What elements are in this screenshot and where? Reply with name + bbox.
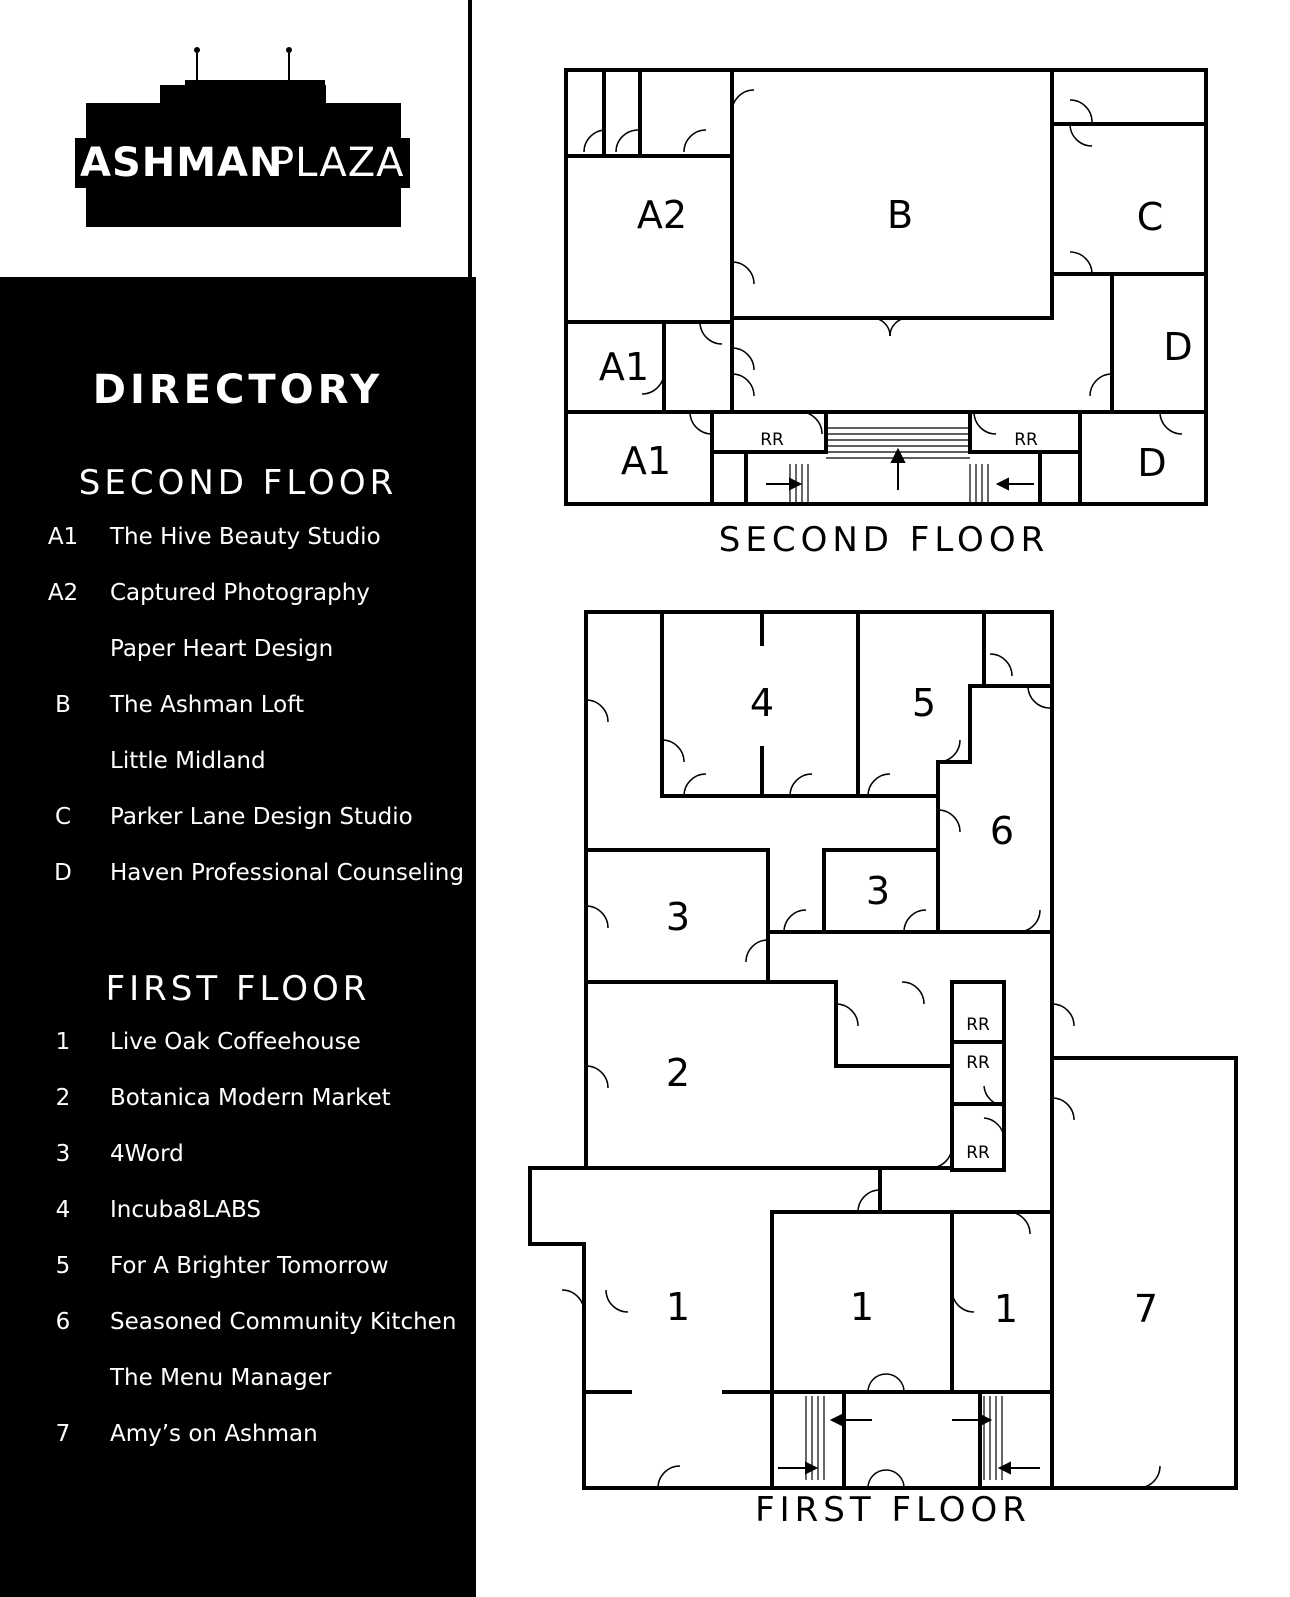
unit-code: 1 [55, 1029, 71, 1055]
tenant-name: The Ashman Loft [110, 692, 304, 718]
second-floor-caption: SECOND FLOOR [718, 520, 1050, 560]
second-floor-heading: SECOND FLOOR [78, 463, 398, 503]
list-item: D Haven Professional Counseling [0, 853, 476, 909]
second-floor-list: A1 The Hive Beauty Studio A2 Captured Phot… [0, 517, 476, 909]
unit-label-5: 5 [912, 681, 936, 725]
list-item: Paper Heart Design [0, 629, 476, 685]
unit-label-1-right: 1 [994, 1287, 1018, 1331]
logo-word-plaza: PLAZA [270, 140, 405, 186]
directory-panel: DIRECTORY SECOND FLOOR A1 The Hive Beauty… [0, 277, 476, 1597]
first-floor-caption: FIRST FLOOR [755, 1490, 1031, 1530]
tenant-name: Botanica Modern Market [110, 1085, 391, 1111]
unit-code: D [54, 860, 72, 886]
unit-code: A1 [47, 524, 79, 550]
list-item: A2 Captured Photography [0, 573, 476, 629]
list-item: B The Ashman Loft [0, 685, 476, 741]
unit-label-3-left: 3 [666, 895, 690, 939]
unit-label-7: 7 [1134, 1287, 1158, 1331]
list-item: 7 Amy’s on Ashman [0, 1414, 476, 1470]
logo-panel: ASHMAN PLAZA [0, 0, 472, 277]
unit-label-3-right: 3 [866, 869, 890, 913]
unit-code: 3 [55, 1141, 71, 1167]
unit-label-d-lower: D [1137, 441, 1166, 485]
tenant-name: Amy’s on Ashman [110, 1421, 318, 1447]
tenant-name: Incuba8LABS [110, 1197, 261, 1223]
list-item: The Menu Manager [0, 1358, 476, 1414]
tenant-name: Parker Lane Design Studio [110, 804, 413, 830]
unit-code: B [55, 692, 71, 718]
door-swings [561, 89, 1183, 1489]
unit-label-c: C [1137, 195, 1164, 239]
list-item: 1 Live Oak Coffeehouse [0, 1022, 476, 1078]
stairs-icon [789, 427, 1003, 1480]
restroom-label: RR [966, 1053, 990, 1073]
unit-code: 7 [55, 1421, 71, 1447]
arrow-icon [766, 447, 1040, 1475]
list-item: 4 Incuba8LABS [0, 1190, 476, 1246]
unit-label-a2: A2 [637, 193, 687, 237]
tenant-name: Paper Heart Design [110, 636, 334, 662]
unit-code: 2 [55, 1085, 71, 1111]
second-floor-plan [564, 68, 1208, 506]
first-floor-list: 1 Live Oak Coffeehouse 2 Botanica Modern M… [0, 1022, 476, 1470]
unit-code: C [54, 804, 72, 830]
list-item: A1 The Hive Beauty Studio [0, 517, 476, 573]
tenant-name: Little Midland [110, 748, 266, 774]
restroom-label: RR [1014, 430, 1038, 450]
directory-title: DIRECTORY [92, 367, 384, 413]
list-item: 6 Seasoned Community Kitchen [0, 1302, 476, 1358]
first-floor-heading: FIRST FLOOR [105, 969, 371, 1009]
unit-label-a1-upper: A1 [599, 345, 649, 389]
unit-label-1-left: 1 [666, 1285, 690, 1329]
unit-code: 6 [55, 1309, 71, 1335]
list-item: 3 4Word [0, 1134, 476, 1190]
tenant-name: The Hive Beauty Studio [110, 524, 381, 550]
restroom-label: RR [966, 1143, 990, 1163]
list-item: 5 For A Brighter Tomorrow [0, 1246, 476, 1302]
tenant-name: The Menu Manager [110, 1365, 332, 1391]
building-logo-icon [75, 47, 410, 227]
tenant-name: Seasoned Community Kitchen [110, 1309, 457, 1335]
tenant-name: Haven Professional Counseling [110, 860, 464, 886]
logo-word-ashman: ASHMAN [80, 140, 284, 186]
restroom-label: RR [966, 1015, 990, 1035]
unit-label-d-upper: D [1163, 325, 1192, 369]
unit-code: 4 [55, 1197, 71, 1223]
unit-code: A2 [47, 580, 79, 606]
list-item: C Parker Lane Design Studio [0, 797, 476, 853]
unit-label-b: B [887, 193, 913, 237]
unit-label-6: 6 [990, 809, 1014, 853]
first-floor-plan [528, 610, 1238, 1490]
unit-label-a1-lower: A1 [621, 439, 671, 483]
unit-label-1-mid: 1 [850, 1285, 874, 1329]
unit-label-2: 2 [666, 1051, 690, 1095]
list-item: Little Midland [0, 741, 476, 797]
restroom-label: RR [760, 430, 784, 450]
unit-code: 5 [55, 1253, 71, 1279]
tenant-name: Live Oak Coffeehouse [110, 1029, 361, 1055]
list-item: 2 Botanica Modern Market [0, 1078, 476, 1134]
tenant-name: Captured Photography [110, 580, 370, 606]
unit-label-4: 4 [750, 681, 774, 725]
tenant-name: For A Brighter Tomorrow [110, 1253, 389, 1279]
tenant-name: 4Word [110, 1141, 184, 1167]
